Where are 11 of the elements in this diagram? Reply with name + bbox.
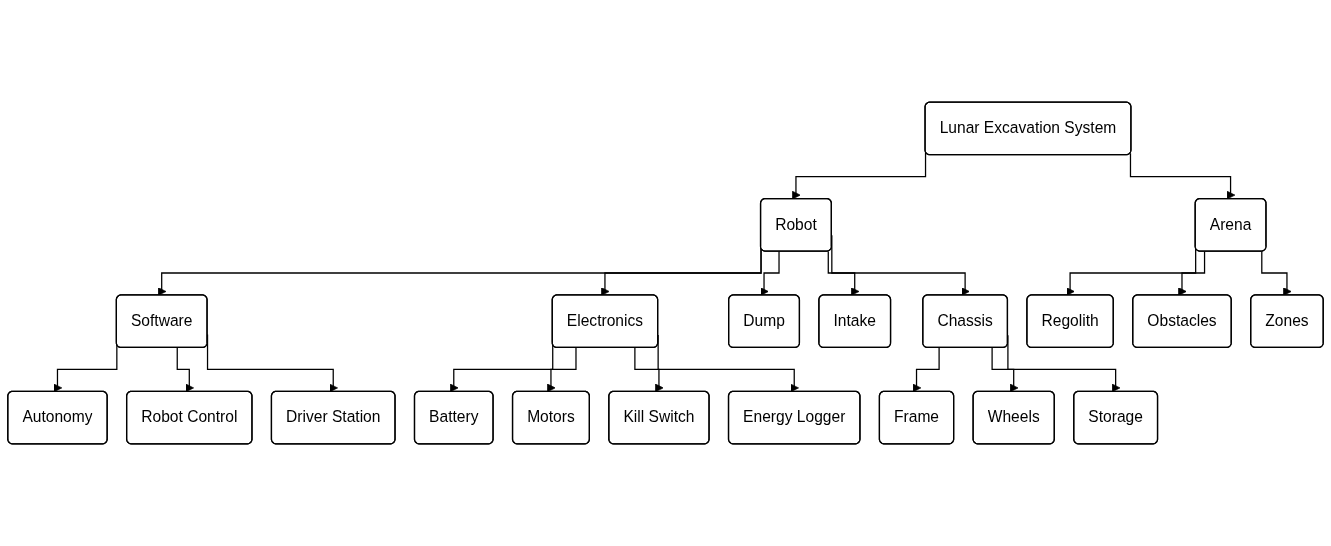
arrow xyxy=(547,347,577,393)
arrow xyxy=(1261,250,1292,296)
arrow xyxy=(1129,152,1236,200)
arrow xyxy=(991,347,1019,393)
arrow xyxy=(827,250,860,296)
arrow xyxy=(176,347,194,393)
arrow xyxy=(634,347,664,393)
arrow xyxy=(912,347,940,393)
arrow xyxy=(53,342,118,393)
arrow xyxy=(760,250,780,296)
arrow xyxy=(1178,250,1206,296)
